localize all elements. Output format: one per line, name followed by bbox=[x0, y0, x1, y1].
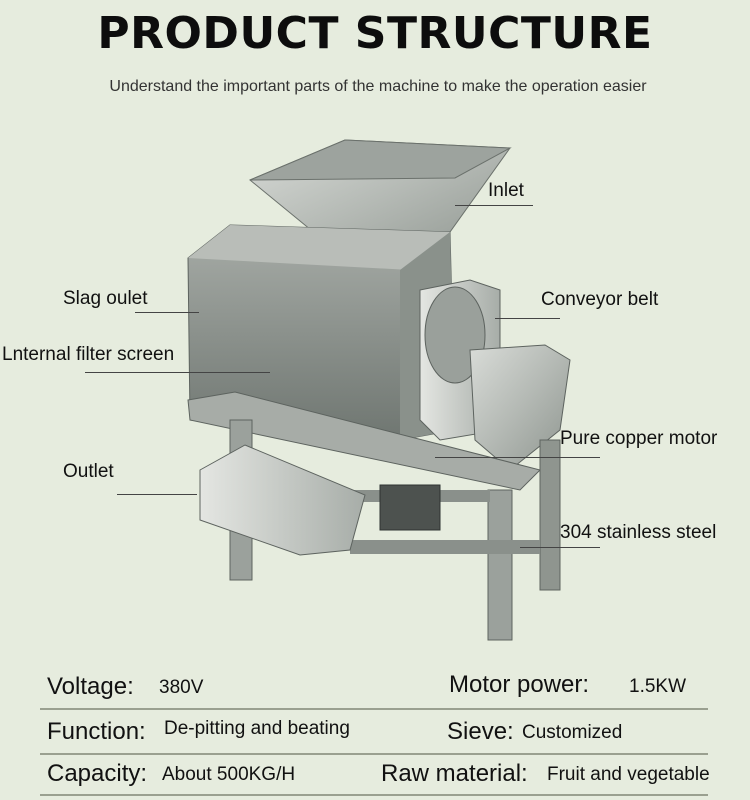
motor-power-value: 1.5KW bbox=[629, 676, 687, 697]
page-title: PRODUCT STRUCTURE bbox=[97, 8, 653, 59]
callout-slag-outlet: Slag oulet bbox=[63, 288, 148, 309]
leader-line bbox=[520, 547, 600, 548]
leader-line bbox=[455, 205, 533, 206]
side-tray bbox=[469, 344, 571, 471]
frame-top bbox=[187, 391, 541, 491]
function-label: Function: bbox=[47, 718, 146, 745]
sieve-value: Customized bbox=[522, 722, 623, 743]
callout-copper-motor: Pure copper motor bbox=[560, 428, 718, 449]
sieve-label: Sieve: bbox=[447, 718, 514, 745]
leader-line bbox=[85, 372, 270, 373]
outlet-chute bbox=[199, 444, 366, 556]
callout-filter-screen: Lnternal filter screen bbox=[2, 344, 175, 365]
callout-steel: 304 stainless steel bbox=[560, 522, 717, 543]
leader-line bbox=[117, 494, 197, 495]
function-value: De-pitting and beating bbox=[164, 718, 350, 739]
leader-line bbox=[435, 457, 600, 458]
divider bbox=[40, 794, 708, 796]
callout-conveyor-belt: Conveyor belt bbox=[541, 289, 659, 310]
machine-illustration bbox=[187, 139, 571, 641]
motor-power-label: Motor power: bbox=[449, 671, 590, 698]
voltage-value: 380V bbox=[159, 677, 204, 698]
raw-material-value: Fruit and vegetable bbox=[547, 764, 710, 785]
voltage-label: Voltage: bbox=[47, 673, 134, 700]
divider bbox=[40, 753, 708, 755]
leader-line bbox=[135, 312, 199, 313]
divider bbox=[40, 708, 708, 710]
raw-material-label: Raw material: bbox=[381, 760, 528, 787]
leader-line bbox=[495, 318, 560, 319]
callout-inlet: Inlet bbox=[488, 180, 524, 201]
capacity-label: Capacity: bbox=[47, 760, 148, 787]
capacity-value: About 500KG/H bbox=[162, 764, 296, 785]
motor bbox=[379, 484, 441, 531]
page-subtitle: Understand the important parts of the ma… bbox=[109, 78, 647, 95]
callout-outlet: Outlet bbox=[63, 461, 114, 482]
